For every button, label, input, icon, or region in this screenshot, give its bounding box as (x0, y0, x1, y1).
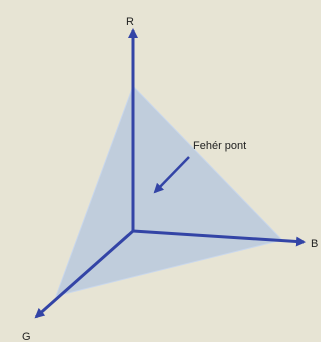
b-axis-label: B (311, 238, 318, 250)
color-plane-triangle (55, 85, 283, 297)
g-axis (34, 229, 134, 319)
r-axis-label: R (126, 16, 134, 28)
white-point-arrow (153, 156, 190, 194)
white-point-label: Fehér pont (193, 140, 246, 152)
g-axis-label: G (22, 331, 31, 342)
b-axis (132, 229, 306, 247)
